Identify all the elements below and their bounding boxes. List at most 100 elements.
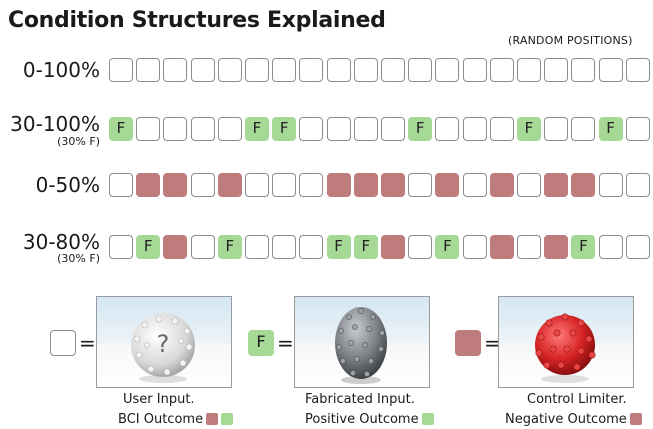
limiter-cell [326,173,351,197]
user-input-cell [163,58,188,82]
user-input-cell [136,58,161,82]
fabricated-input-caption: Fabricated Input. [305,392,415,407]
user-input-cell [245,235,269,259]
user-input-cell [109,58,133,82]
user-input-cell [462,117,487,141]
fabricated-cell: F [136,235,161,259]
user-input-cell [326,117,351,141]
row-sublabel-30-80: (30% F) [57,252,100,265]
legend-equals-sign: = [484,331,501,355]
legend-key-control-limiter [455,330,481,356]
user-input-cell [462,173,487,197]
user-input-cell [517,173,541,197]
legend-equals-sign: = [79,331,96,355]
row-label-30-100: 30-100% [10,112,100,136]
limiter-cell [435,173,460,197]
fabricated-cell: F [408,117,433,141]
limiter-cell [544,173,569,197]
limiter-cell [544,235,569,259]
user-input-cell [598,58,623,82]
user-input-cell [625,235,650,259]
positive-outcome-caption: Positive Outcome [305,412,434,428]
limiter-swatch [629,413,642,425]
user-input-cell [408,173,433,197]
legend-key-user-input [50,330,76,356]
user-input-cell [353,58,378,82]
fabricated-cell: F [326,235,351,259]
limiter-cell [381,173,405,197]
user-input-cell [571,117,596,141]
limiter-cell [163,173,188,197]
limiter-cell [163,235,188,259]
user-input-cell [408,58,433,82]
control-limiter-render-panel [498,296,634,388]
user-input-cell [109,173,133,197]
user-input-cell [190,173,215,197]
user-input-caption: User Input. [123,392,195,407]
user-input-cell [489,58,514,82]
user-input-cell [272,235,297,259]
user-input-cell [517,235,541,259]
user-input-cell [462,235,487,259]
row-label-0-50: 0-50% [35,173,100,197]
limiter-cell [381,235,405,259]
positive-outcome-text: Positive Outcome [305,412,419,427]
limiter-cell [489,173,514,197]
limiter-cell [489,235,514,259]
legend-key-fabricated: F [248,330,274,356]
negative-outcome-text: Negative Outcome [505,412,627,427]
svg-text:?: ? [157,330,170,358]
user-input-render-panel: ? [96,296,232,388]
user-input-cell [517,58,541,82]
bci-outcome-caption: BCI Outcome [118,412,234,428]
user-input-cell [408,235,433,259]
row-sublabel-30-100: (30% F) [57,135,100,148]
user-input-cell [245,58,269,82]
limiter-cell [217,173,242,197]
user-input-cell [217,58,242,82]
user-input-cell [381,117,405,141]
user-input-cell [625,173,650,197]
user-input-cell [435,58,460,82]
user-input-cell [299,173,324,197]
user-input-cell [109,235,133,259]
negative-outcome-caption: Negative Outcome [505,412,642,428]
user-input-cell [326,58,351,82]
user-input-cell [272,173,297,197]
user-input-cell [489,117,514,141]
fabricated-swatch [221,413,234,425]
user-input-cell [190,235,215,259]
user-input-cell [462,58,487,82]
fabricated-cell: F [272,117,297,141]
red-knobby-sphere-icon [535,313,596,383]
user-input-cell [299,117,324,141]
fabricated-cell: F [245,117,269,141]
user-input-cell [163,117,188,141]
user-input-cell [299,235,324,259]
user-input-cell [190,58,215,82]
user-input-cell [625,58,650,82]
limiter-cell [571,173,596,197]
bci-outcome-text: BCI Outcome [118,412,204,427]
fabricated-swatch [421,413,434,425]
user-input-cell [272,58,297,82]
fabricated-cell: F [353,235,378,259]
white-knobby-sphere-icon: ? [131,313,195,383]
user-input-cell [571,58,596,82]
control-limiter-caption: Control Limiter. [527,392,627,407]
fabricated-cell: F [109,117,133,141]
user-input-cell [299,58,324,82]
user-input-cell [190,117,215,141]
fabricated-cell: F [571,235,596,259]
user-input-cell [598,235,623,259]
fabricated-cell: F [217,235,242,259]
fabricated-input-render-panel [294,296,430,388]
user-input-cell [381,58,405,82]
user-input-cell [435,117,460,141]
limiter-swatch [206,413,219,425]
user-input-cell [544,58,569,82]
random-positions-note: (RANDOM POSITIONS) [508,34,633,47]
user-input-cell [217,117,242,141]
user-input-cell [245,173,269,197]
user-input-cell [625,117,650,141]
